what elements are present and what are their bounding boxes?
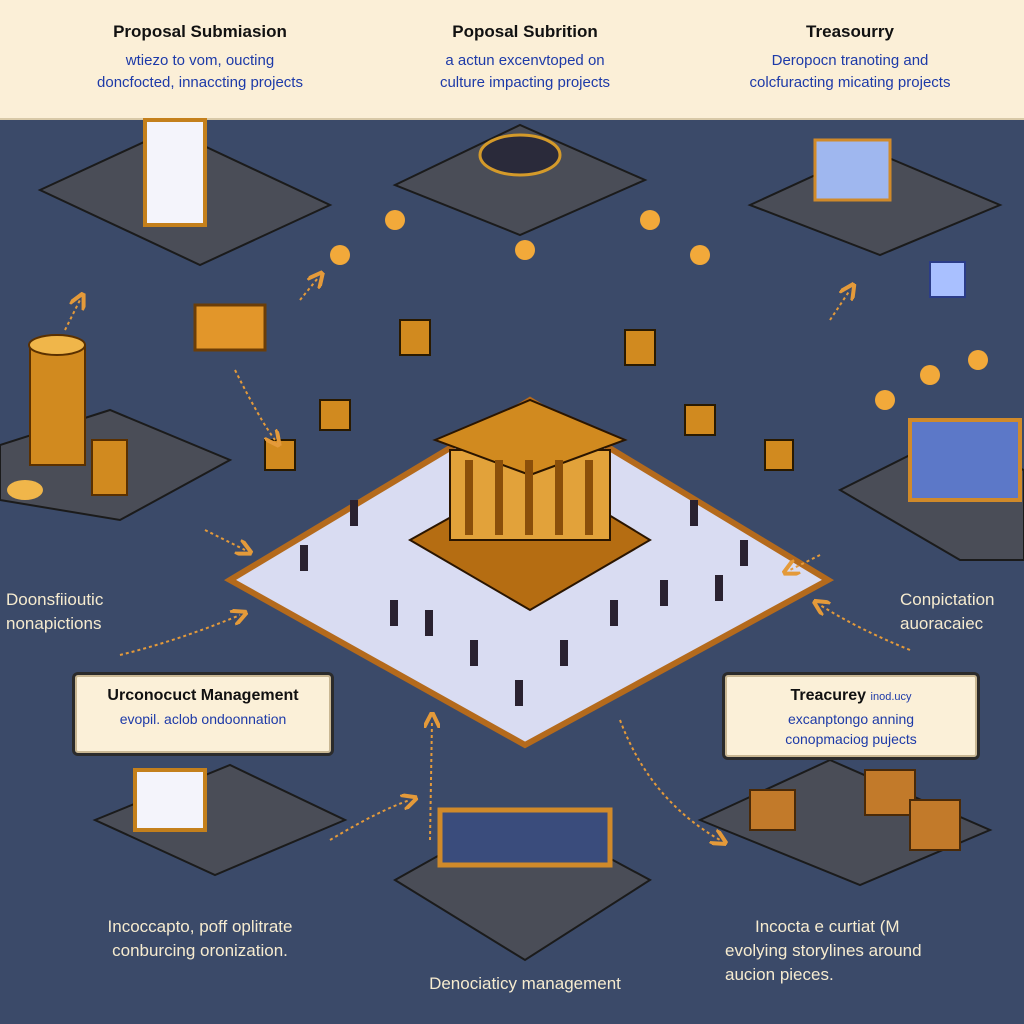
side-label-line: nonapictions — [6, 614, 102, 633]
header-column-proposal-2: Poposal Subrition a actun excenvtoped on… — [360, 22, 690, 94]
bottom-label-right: Incocta e curtiat (M evolying storylines … — [725, 915, 985, 987]
column-title: Proposal Submiasion — [113, 22, 287, 41]
temple-icon — [407, 398, 652, 612]
boxes-icon — [749, 769, 961, 851]
lightbulb-icons — [330, 210, 988, 410]
chest-icon — [193, 303, 267, 352]
side-label-line: Doonsfiioutic — [6, 590, 104, 609]
side-label-left: Doonsfiioutic nonapictions — [0, 588, 146, 636]
bottom-label-center: Denociaticy management — [429, 974, 621, 993]
header-banner: Proposal Submiasion wtiezo to vom, oucti… — [0, 0, 1024, 120]
header-column-proposal: Proposal Submiasion wtiezo to vom, oucti… — [35, 22, 365, 94]
ballot-box-icon — [929, 261, 966, 298]
box-description: evopil. aclob ondoonnation — [119, 711, 287, 727]
flow-arrows — [64, 278, 911, 840]
box-title: Treacurey — [790, 687, 867, 704]
presentation-board-icon — [133, 768, 207, 832]
info-box-treasury: Treacurey inod.ucy excanptongo anning con… — [722, 672, 980, 760]
bottom-label-line: aucion pieces. — [725, 965, 834, 984]
box-tag: inod.ucy — [870, 691, 912, 703]
coin-stack-icon — [7, 334, 128, 500]
bottom-label-line: conburcing oronization. — [112, 941, 288, 960]
box-description: conopmaciog pujects — [785, 731, 917, 747]
column-title: Treasourry — [806, 22, 894, 41]
side-label-line: Conpictation — [900, 590, 995, 609]
header-column-treasury: Treasourry Deropocn tranoting and colcfur… — [685, 22, 1015, 94]
people-crowd — [300, 500, 748, 706]
column-description: doncfocted, innaccting projects — [97, 74, 303, 91]
column-description: a actun excenvtoped on — [445, 52, 605, 69]
dollar-token-icons — [264, 319, 794, 471]
bottom-label-line: evolying storylines around — [725, 941, 922, 960]
side-label-right: Conpictation auoracaiec — [900, 588, 1024, 636]
column-title: Poposal Subrition — [452, 22, 598, 41]
column-description: wtiezo to vom, oucting — [125, 52, 275, 69]
column-description: culture impacting projects — [439, 74, 611, 91]
platform-bottom-left — [92, 763, 348, 877]
round-table-icon — [478, 133, 562, 177]
info-box-management: Urconocuct Management evopil. aclob ondo… — [72, 672, 334, 756]
box-description: excanptongo anning — [787, 711, 915, 727]
bottom-label-line: Incoccapto, poff oplitrate — [107, 917, 293, 936]
map-table-icon — [437, 807, 613, 868]
column-description: colcfuracting micating projects — [749, 74, 951, 91]
display-case-icon — [813, 138, 892, 202]
side-label-line: auoracaiec — [900, 614, 984, 633]
exhibit-booth-icon — [908, 418, 1022, 502]
box-title: Urconocuct Management — [107, 687, 299, 704]
platform-top-center — [392, 123, 648, 237]
column-description: Deropocn tranoting and — [771, 52, 929, 69]
bottom-label-line: Incocta e curtiat (M — [755, 917, 900, 936]
bottom-label-left: Incoccapto, poff oplitrate conburcing oro… — [60, 915, 340, 963]
whiteboard-icon — [143, 118, 207, 227]
